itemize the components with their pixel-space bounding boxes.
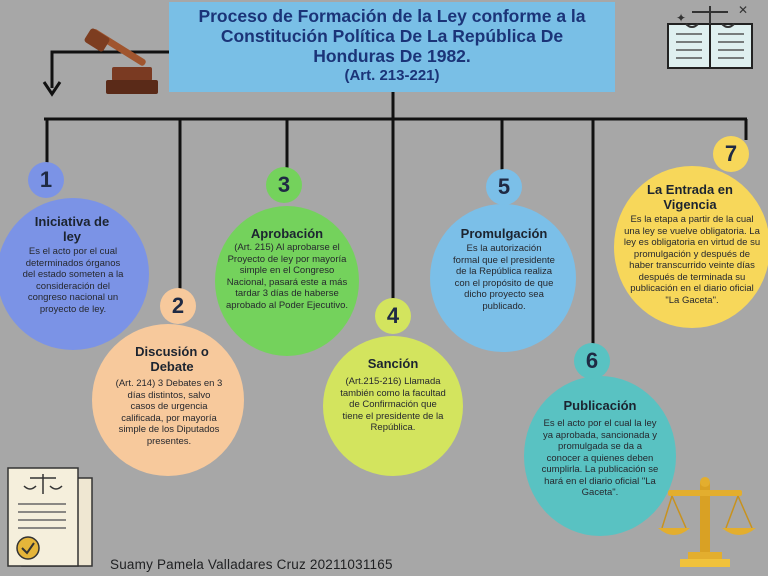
- step-number-1: 1: [28, 162, 64, 198]
- step-title-2: Discusión o Debate: [135, 344, 209, 374]
- step-circle-7: [614, 166, 768, 328]
- step-circle-6: [524, 376, 676, 536]
- step-number-3: 3: [266, 167, 302, 203]
- step-body-5: Es la autorización formal que el preside…: [453, 243, 555, 312]
- title-line-4: (Art. 213-221): [344, 67, 440, 84]
- step-title-4: Sanción: [367, 356, 419, 371]
- step-circle-4: [323, 336, 463, 476]
- step-number-5: 5: [486, 169, 522, 205]
- title-line-1: Proceso de Formación de la Ley conforme …: [198, 6, 586, 26]
- step-body-6: Es el acto por el cual la ley ya aprobad…: [541, 418, 659, 498]
- step-body-4: (Art.215-216) Llamada también como la fa…: [340, 376, 446, 433]
- step-title-7: La Entrada en Vigencia: [647, 182, 733, 212]
- document-scale-icon: [7, 467, 93, 567]
- step-body-2: (Art. 214) 3 Debates en 3 días distintos…: [115, 378, 223, 447]
- svg-text:✦: ✦: [676, 11, 686, 25]
- gavel-icon: [84, 28, 158, 94]
- arrow-down-icon: [42, 81, 62, 97]
- step-circle-5: [430, 204, 576, 352]
- title-line-2: Constitución Política De La República De: [220, 26, 564, 46]
- title-banner: [169, 2, 615, 92]
- step-number-4: 4: [375, 298, 411, 334]
- step-circle-2: [92, 324, 244, 476]
- step-number-7: 7: [713, 136, 749, 172]
- step-title-1: Iniciativa de ley: [34, 214, 110, 244]
- step-number-2: 2: [160, 288, 196, 324]
- page-title: Proceso de Formación de la Ley conforme …: [169, 6, 615, 86]
- step-title-5: Promulgación: [460, 226, 548, 241]
- step-title-6: Publicación: [563, 398, 637, 413]
- step-number-6: 6: [574, 343, 610, 379]
- author-credit: Suamy Pamela Valladares Cruz 20211031165: [110, 557, 393, 572]
- title-line-3: Honduras De 1982.: [313, 46, 471, 66]
- step-body-7: Es la etapa a partir de la cual una ley …: [623, 214, 761, 306]
- scales-of-justice-icon: [658, 477, 756, 567]
- step-circle-3: [215, 206, 359, 356]
- step-circle-1: [0, 198, 149, 350]
- svg-text:✕: ✕: [738, 3, 748, 17]
- law-book-icon: ✦ ✕: [667, 3, 753, 69]
- step-body-3: (Art. 215) Al aprobarse el Proyecto de l…: [226, 242, 348, 311]
- step-title-3: Aprobación: [250, 226, 324, 241]
- step-body-1: Es el acto por el cual determinados órga…: [22, 246, 124, 315]
